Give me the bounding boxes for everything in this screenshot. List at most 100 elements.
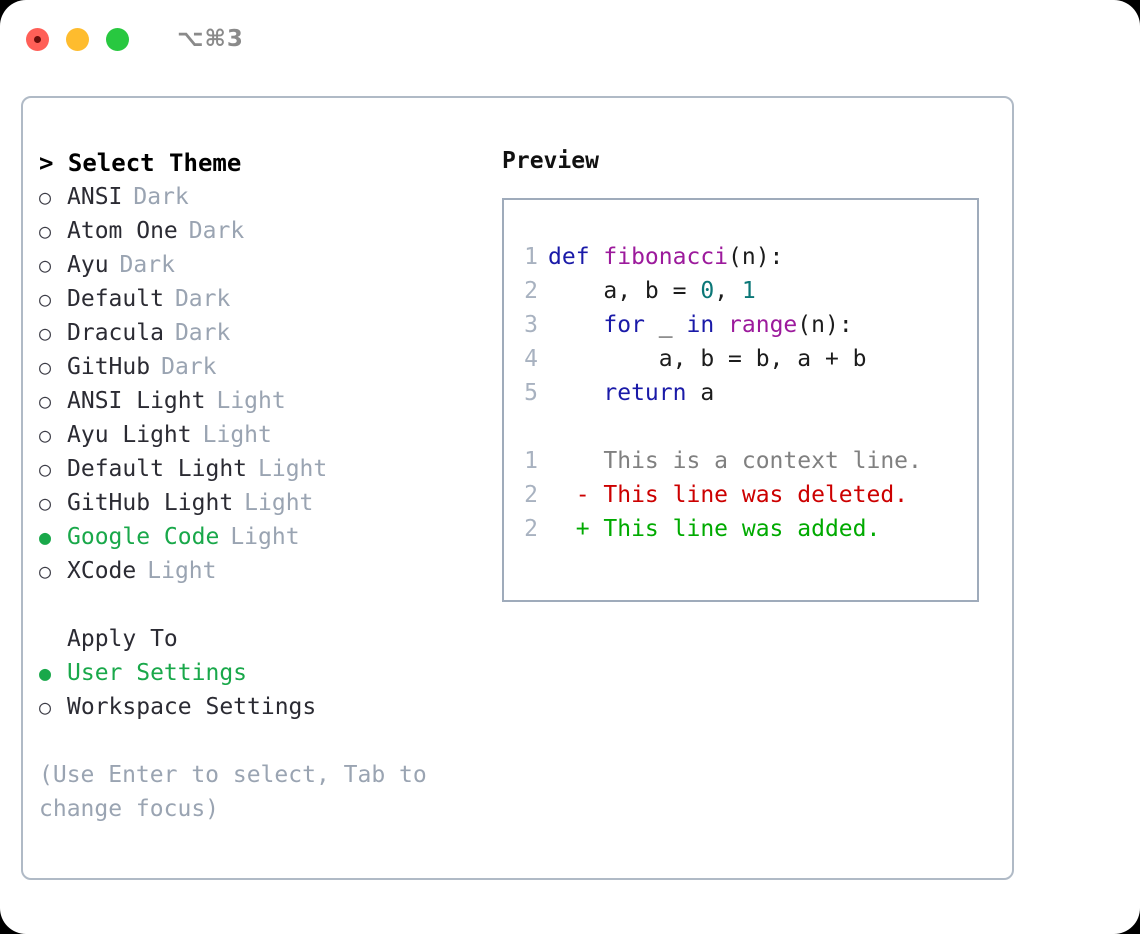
theme-option-label: Google Code (67, 524, 220, 550)
theme-variant-badge: Dark (188, 218, 245, 244)
theme-option-label: Default Light (67, 456, 248, 482)
theme-option-dracula[interactable]: ○ Dracula Dark (39, 316, 488, 350)
code-token-plain: a, b = (548, 278, 701, 304)
maximize-window-button[interactable] (106, 27, 129, 51)
code-token-plain: (n): (728, 244, 784, 270)
code-token-plain (714, 312, 728, 338)
preview-title: Preview (502, 148, 599, 174)
diff-sample: 1 This is a context line. 2 - This line w… (504, 444, 977, 546)
theme-variant-badge: Dark (133, 184, 189, 210)
theme-option-label: Dracula (67, 320, 164, 346)
code-token-fn: fibonacci (603, 244, 729, 270)
code-token-kw: return (603, 380, 687, 406)
apply-to-option-label: Workspace Settings (67, 694, 317, 720)
code-line-content: for _ in range(n): (548, 308, 852, 342)
code-line-content: a, b = b, a + b (548, 342, 867, 376)
theme-variant-badge: Dark (161, 354, 217, 380)
radio-unselected-icon: ○ (39, 457, 52, 481)
apply-to-header: Apply To (67, 626, 178, 652)
apply-to-option-label: User Settings (67, 660, 248, 686)
theme-option-label: Atom One (67, 218, 178, 244)
radio-unselected-icon: ○ (39, 185, 52, 209)
theme-variant-badge: Light (202, 422, 272, 448)
theme-option-atom-one[interactable]: ○ Atom One Dark (39, 214, 488, 248)
hint-spacer (39, 724, 488, 758)
theme-option-default[interactable]: ○ Default Dark (39, 282, 488, 316)
code-line: 3 for _ in range(n): (504, 308, 977, 342)
theme-option-ansi[interactable]: ○ ANSI Dark (39, 180, 488, 214)
radio-unselected-icon: ○ (39, 559, 52, 583)
theme-option-label: Ayu (67, 252, 109, 278)
radio-unselected-icon: ○ (39, 695, 52, 719)
code-diff-spacer (504, 410, 977, 444)
diff-line-content: + This line was added. (548, 516, 881, 542)
line-number: 1 (524, 448, 538, 474)
code-line-content: a, b = 0, 1 (548, 274, 756, 308)
theme-option-label: GitHub Light (67, 490, 234, 516)
diff-line-content: - This line was deleted. (548, 482, 909, 508)
code-line-content: def fibonacci(n): (548, 240, 783, 274)
radio-unselected-icon: ○ (39, 287, 52, 311)
theme-variant-badge: Light (244, 490, 314, 516)
line-number: 2 (524, 482, 538, 508)
theme-variant-badge: Light (147, 558, 217, 584)
radio-unselected-icon: ○ (39, 219, 52, 243)
code-token-kw: in (686, 312, 715, 338)
code-line: 4 a, b = b, a + b (504, 342, 977, 376)
list-spacer (39, 588, 488, 622)
line-number: 4 (524, 346, 538, 372)
radio-unselected-icon: ○ (39, 355, 52, 379)
code-token-plain: a, b = b, a + b (548, 346, 867, 372)
theme-variant-badge: Dark (174, 286, 231, 312)
radio-selected-icon: ● (39, 525, 52, 549)
theme-option-label: Default (67, 286, 164, 312)
code-token-kw: def (548, 244, 604, 270)
code-token-plain: , (714, 278, 742, 304)
theme-option-label: ANSI Light (67, 388, 206, 414)
theme-option-label: GitHub (67, 354, 151, 380)
diff-line-ctx: 1 This is a context line. (504, 444, 977, 478)
theme-option-label: Ayu Light (67, 422, 192, 448)
close-window-button[interactable] (26, 27, 49, 51)
line-number: 3 (524, 312, 538, 338)
title-bar: ⌥⌘3 (0, 0, 1140, 78)
code-token-plain: _ (644, 312, 687, 338)
select-theme-header: > Select Theme (39, 149, 242, 177)
code-line: 2 a, b = 0, 1 (504, 274, 977, 308)
diff-line-content: This is a context line. (548, 448, 922, 474)
keyboard-hint: (Use Enter to select, Tab to change focu… (39, 762, 427, 822)
theme-variant-badge: Dark (119, 252, 175, 278)
radio-unselected-icon: ○ (39, 491, 52, 515)
code-line: 5 return a (504, 376, 977, 410)
radio-unselected-icon: ○ (39, 321, 52, 345)
minimize-window-button[interactable] (66, 27, 89, 51)
code-line-content: return a (548, 376, 714, 410)
theme-option-github-light[interactable]: ○ GitHub Light Light (39, 486, 488, 520)
code-token-plain (548, 312, 603, 338)
apply-to-option-user-settings[interactable]: ● User Settings (39, 656, 488, 690)
radio-selected-icon: ● (39, 661, 52, 685)
code-token-num: 1 (741, 278, 756, 304)
code-token-plain (548, 380, 603, 406)
traffic-light-group (26, 27, 129, 51)
theme-option-github[interactable]: ○ GitHub Dark (39, 350, 488, 384)
apply-to-option-workspace-settings[interactable]: ○ Workspace Settings (39, 690, 488, 724)
code-token-fn: range (728, 312, 798, 338)
theme-variant-badge: Light (258, 456, 328, 482)
theme-option-default-light[interactable]: ○ Default Light Light (39, 452, 488, 486)
diff-line-add: 2 + This line was added. (504, 512, 977, 546)
theme-variant-badge: Light (216, 388, 286, 414)
theme-option-label: ANSI (67, 184, 123, 210)
theme-variant-badge: Dark (174, 320, 231, 346)
